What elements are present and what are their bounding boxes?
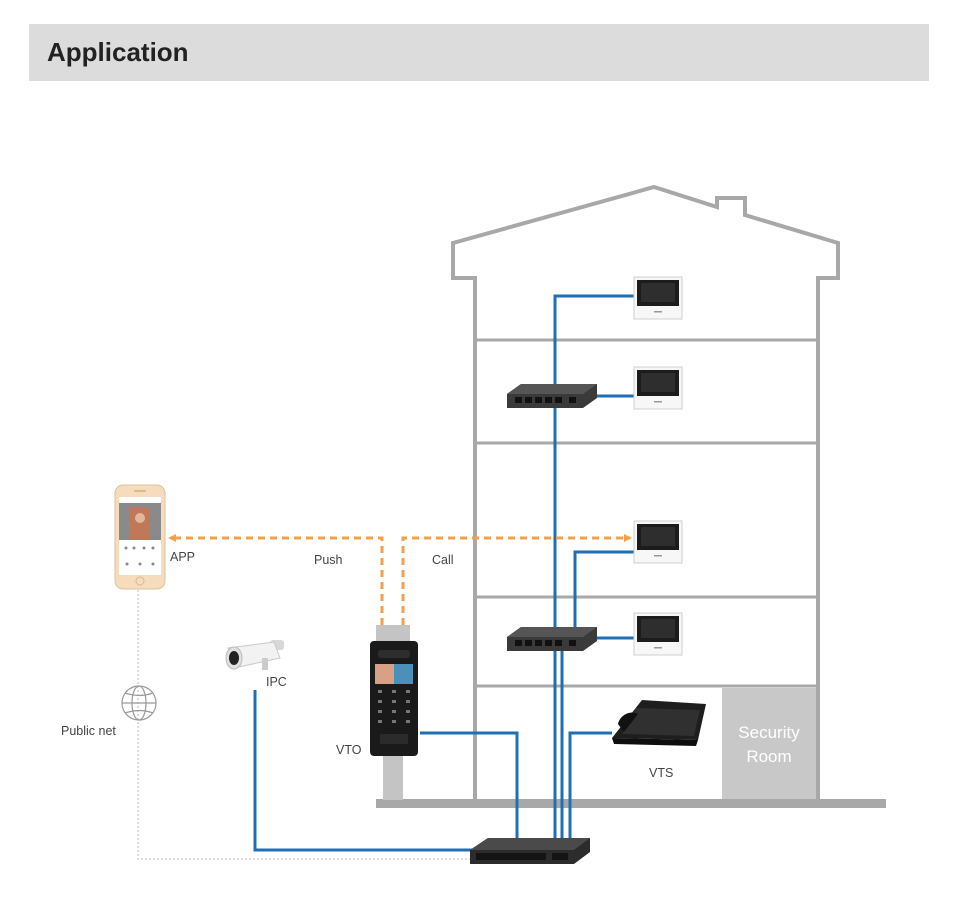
indoor-monitor-icon [633,276,683,320]
ipc-label: IPC [266,675,287,689]
bullet-camera-icon [225,640,284,670]
header-bar [29,24,929,81]
network-cable [573,550,635,638]
ground-line [376,799,886,808]
network-cable [253,690,475,852]
push-label: Push [314,553,343,567]
app-label: APP [170,550,195,564]
vto-mount-pole [383,755,403,800]
network-switch-icon [470,838,590,864]
network-cables [253,294,635,852]
network-switch-icon [507,384,597,408]
public-net-line [137,590,470,860]
door-station-icon [370,625,418,800]
globe-icon [121,685,157,721]
page-title: Application [47,37,189,67]
network-cable [420,731,519,852]
network-cable [553,294,635,852]
push-arrow [168,534,384,625]
network-cable [568,731,612,852]
indoor-monitor-icon [633,612,683,656]
indoor-monitor-icon [633,366,683,410]
network-switch-icon [507,627,597,651]
building-roof [451,184,840,801]
security-room-label: Security [738,723,800,742]
security-room-label: Room [746,747,791,766]
call-arrow [401,534,632,625]
call-label: Call [432,553,454,567]
indoor-monitor-icon [633,520,683,564]
vts-label: VTS [649,766,673,780]
security-room [722,688,816,799]
public-net-label: Public net [61,724,116,738]
vto-mount-pole [376,625,410,642]
building [376,184,886,808]
smartphone-icon [114,484,166,590]
master-station-icon [612,700,706,746]
vto-label: VTO [336,743,362,757]
